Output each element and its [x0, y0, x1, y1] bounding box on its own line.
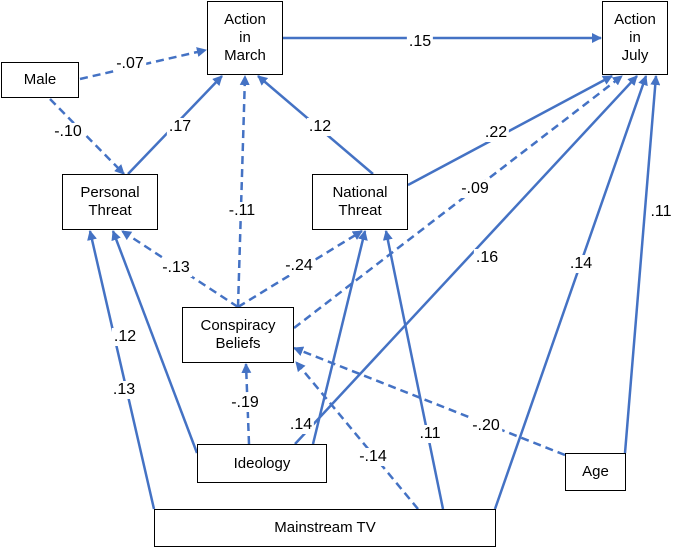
coef-march-july: .15 — [406, 33, 434, 51]
node-national-threat: National Threat — [312, 174, 408, 230]
path-age-july — [623, 75, 661, 454]
node-male: Male — [1, 62, 79, 98]
coef-conspiracy-personal: -.13 — [160, 259, 192, 277]
node-ideology: Ideology — [197, 444, 327, 483]
coef-national-march: .12 — [306, 118, 334, 136]
coef-ideology-conspiracy: -.19 — [229, 394, 261, 412]
node-mainstream-tv: Mainstream TV — [154, 509, 496, 547]
coef-male-personal: -.10 — [52, 123, 84, 141]
node-conspiracy-beliefs: Conspiracy Beliefs — [182, 307, 294, 363]
coef-age-conspiracy: -.20 — [470, 417, 502, 435]
path-national-july — [407, 74, 613, 187]
coef-male-march: -.07 — [114, 55, 146, 73]
coef-conspiracy-july: -.09 — [459, 180, 491, 198]
path-tv-conspiracy — [295, 361, 419, 510]
node-action-march: Action in March — [207, 1, 283, 75]
node-action-july: Action in July — [602, 1, 668, 75]
path-age-conspiracy — [293, 346, 566, 457]
path-tv-personal — [87, 230, 156, 510]
coef-conspiracy-march: -.11 — [226, 202, 258, 220]
coef-national-july: .22 — [482, 124, 510, 142]
node-personal-threat: Personal Threat — [62, 174, 158, 230]
coef-age-july: .11 — [648, 203, 674, 221]
coef-tv-conspiracy: -.14 — [357, 448, 389, 466]
coef-tv-july: .14 — [567, 255, 595, 273]
coef-ideology-personal: .12 — [111, 328, 139, 346]
coef-ideology-national: .14 — [287, 416, 315, 434]
path-ideology-personal — [111, 230, 199, 454]
path-male-march — [79, 47, 207, 81]
coef-tv-national: .11 — [417, 425, 443, 443]
path-tv-july — [493, 75, 648, 510]
path-ideology-july — [294, 75, 638, 445]
path-male-personal — [49, 98, 125, 175]
node-age: Age — [565, 453, 626, 491]
coef-ideology-july: .16 — [473, 249, 501, 267]
coef-tv-personal: .13 — [110, 381, 138, 399]
coef-conspiracy-national: -.24 — [283, 257, 315, 275]
path-conspiracy-july — [293, 75, 623, 329]
path-conspiracy-march — [236, 75, 250, 308]
path-tv-national — [382, 230, 445, 510]
path-ideology-national — [311, 230, 368, 445]
coef-personal-march: .17 — [166, 118, 194, 136]
